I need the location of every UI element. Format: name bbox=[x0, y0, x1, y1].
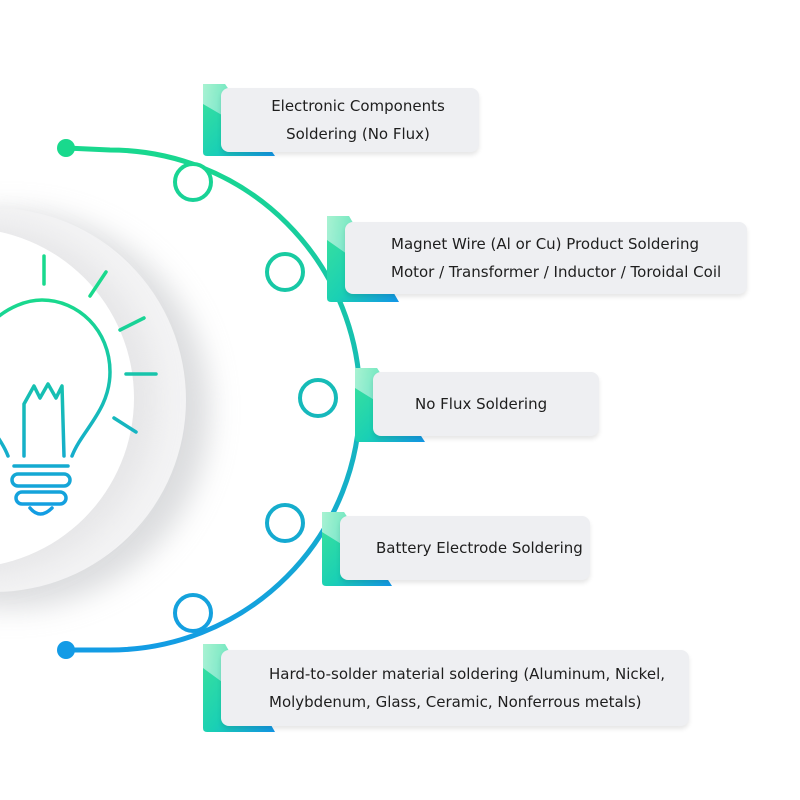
item-text-box: No Flux Soldering bbox=[373, 372, 599, 436]
item-text-line-1: Electronic Components bbox=[271, 97, 445, 115]
arc-start-dot bbox=[57, 139, 75, 157]
timeline-node-2 bbox=[265, 252, 305, 292]
item-text-line-1: Hard-to-solder material soldering (Alumi… bbox=[269, 665, 665, 683]
timeline-node-3 bbox=[298, 378, 338, 418]
item-text-box: Hard-to-solder material soldering (Alumi… bbox=[221, 650, 689, 726]
item-text-line-2: Motor / Transformer / Inductor / Toroida… bbox=[391, 263, 722, 281]
arc-end-dot bbox=[57, 641, 75, 659]
timeline-node-4 bbox=[265, 503, 305, 543]
item-text-line-1: No Flux Soldering bbox=[415, 395, 548, 413]
timeline-node-5 bbox=[173, 593, 213, 633]
item-text-line-1: Battery Electrode Soldering bbox=[376, 539, 583, 557]
item-text-line-2: Soldering (No Flux) bbox=[286, 125, 430, 143]
timeline-node-1 bbox=[173, 162, 213, 202]
item-text-line-1: Magnet Wire (Al or Cu) Product Soldering bbox=[391, 235, 700, 253]
lightbulb-icon bbox=[0, 254, 158, 516]
item-text-box: Magnet Wire (Al or Cu) Product Soldering… bbox=[345, 222, 747, 294]
item-text-line-2: Molybdenum, Glass, Ceramic, Nonferrous m… bbox=[269, 693, 642, 711]
item-text-box: Electronic Components Soldering (No Flux… bbox=[221, 88, 479, 152]
item-text-box: Battery Electrode Soldering bbox=[340, 516, 590, 580]
inner-circle bbox=[0, 231, 134, 565]
